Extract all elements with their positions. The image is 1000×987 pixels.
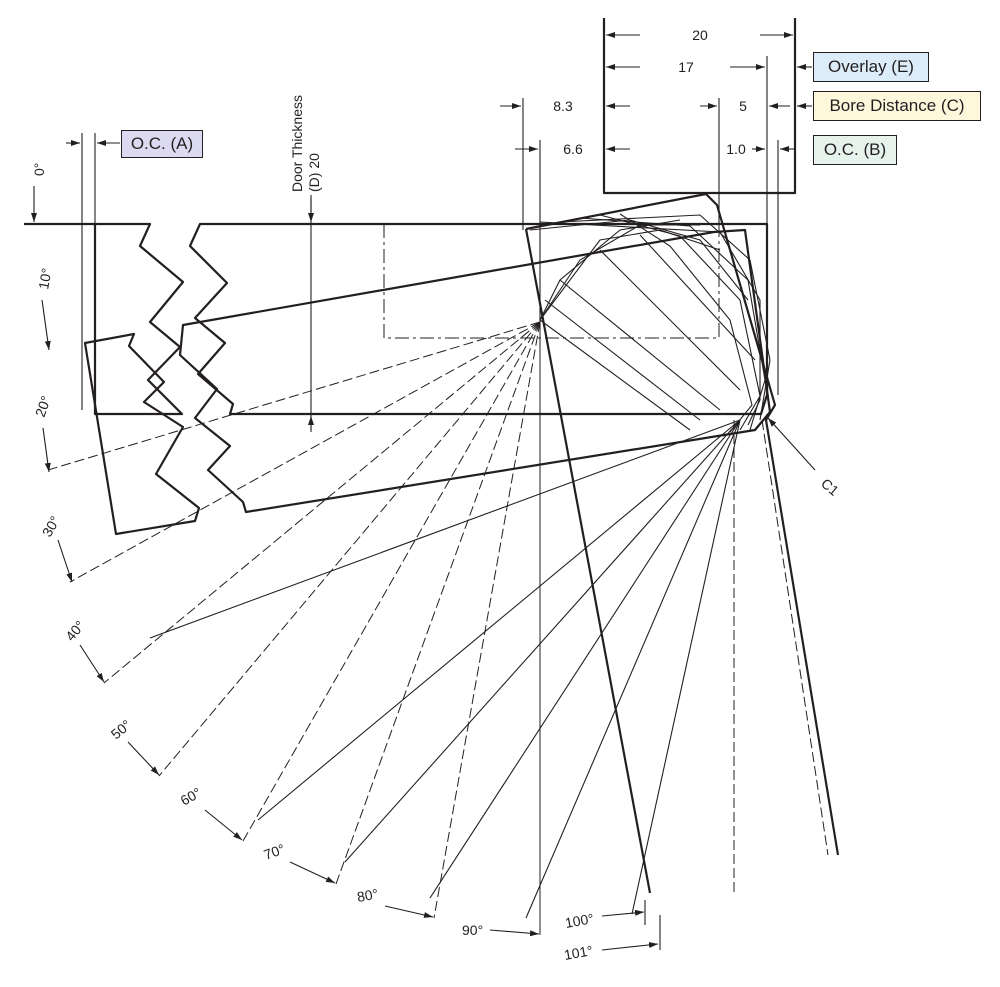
angle-101: 101° (563, 942, 594, 963)
bore-distance-box: Bore Distance (C) (813, 91, 981, 121)
oc-b-box: O.C. (B) (813, 135, 897, 165)
dimension-lines (66, 32, 816, 471)
dim-5: 5 (739, 98, 747, 114)
door-thickness-label: Door Thickness (D) 20 (289, 95, 322, 192)
dim-8-3: 8.3 (553, 98, 573, 114)
angle-80: 80° (356, 886, 380, 905)
dim-20: 20 (692, 27, 708, 43)
angle-30: 30° (39, 513, 63, 539)
svg-text:Door Thickness: Door Thickness (289, 95, 305, 192)
svg-text:(D) 20: (D) 20 (306, 153, 322, 192)
dim-17: 17 (678, 59, 694, 75)
extension-lines (81, 56, 779, 430)
angle-60: 60° (178, 784, 204, 808)
swing-rays (47, 321, 829, 935)
dim-1-0: 1.0 (726, 141, 746, 157)
oc-a-box: O.C. (A) (121, 130, 203, 158)
angle-100: 100° (564, 910, 595, 931)
angle-0: 0° (31, 163, 47, 176)
door-open-100 (525, 192, 840, 856)
angle-70: 70° (262, 841, 287, 863)
angle-labels: 0° 10° 20° 30° 40° 50° 60° 70° 80° 90° 1… (31, 163, 595, 963)
oc-b-text: O.C. (B) (823, 140, 887, 159)
overlay-text: Overlay (E) (828, 57, 914, 76)
angle-40: 40° (62, 617, 88, 644)
dim-6-6: 6.6 (563, 141, 583, 157)
hinge-cup-outline (383, 224, 720, 339)
bore-distance-text: Bore Distance (C) (829, 96, 965, 115)
oc-a-text: O.C. (A) (130, 134, 194, 153)
angle-10: 10° (35, 267, 54, 291)
door-open-100-edge (524, 228, 652, 894)
angle-20: 20° (32, 394, 54, 419)
door-open-10 (83, 228, 772, 536)
c1-label: C1 (818, 475, 842, 499)
angle-50: 50° (108, 716, 135, 742)
angle-leaders (31, 186, 661, 951)
overlay-box: Overlay (E) (813, 52, 929, 82)
cabinet-side (602, 18, 797, 195)
hinge-arm-positions (529, 213, 771, 433)
angle-90: 90° (462, 922, 483, 938)
